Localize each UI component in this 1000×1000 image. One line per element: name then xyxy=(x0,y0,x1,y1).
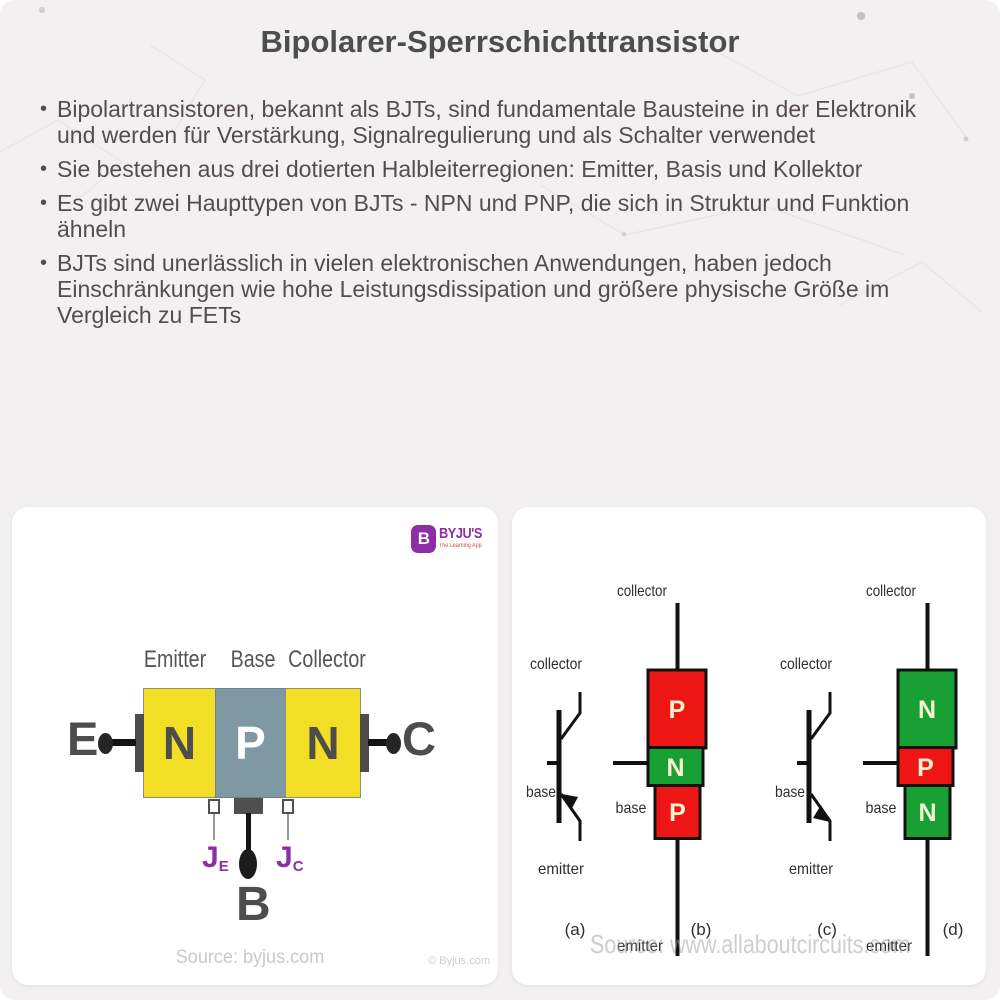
pnp-stack-collector-label: collector xyxy=(617,583,668,600)
n-emitter-block: N xyxy=(143,688,216,798)
allaboutcircuits-watermark: Source: www.allaboutcircuits.com xyxy=(590,929,910,959)
npn-symbol-collector-label: collector xyxy=(780,656,833,673)
p-base-block: P xyxy=(215,688,286,798)
npn-stack-caption: (d) xyxy=(943,920,964,939)
page-title: Bipolarer-Sperrschichttransistor xyxy=(260,24,740,59)
pnp-stack-p-top-letter: P xyxy=(669,696,686,724)
pnp-symbol-arrow-in xyxy=(562,794,578,810)
byjus-logo: B BYJU'S The Learning App xyxy=(411,525,490,553)
emitter-region-label: Emitter xyxy=(143,646,207,673)
npn-symbol-base-label: base xyxy=(775,784,805,801)
pnp-symbol-diagram: collector base emitter (a) xyxy=(526,656,585,939)
base-terminal-letter: B xyxy=(236,878,271,931)
pnp-stack-base-label: base xyxy=(616,800,647,817)
collector-region-label: Collector xyxy=(288,646,366,673)
pnp-block-diagram: collector P N P base emitter (b) xyxy=(613,583,711,956)
npn-stack-n-top-letter: N xyxy=(918,696,936,724)
npn-symbol-emitter-lead xyxy=(809,793,832,841)
bullet-item: BJTs sind unerlässlich in vielen elektro… xyxy=(40,250,920,328)
pnp-symbol-base-bar xyxy=(556,710,562,823)
npn-symbol-caption: (c) xyxy=(817,920,837,939)
byjus-copyright-text: © Byjus.com xyxy=(428,955,490,967)
npn-stack-emitter-label: emitter xyxy=(866,938,913,955)
npn-stack-base-label: base xyxy=(866,800,897,817)
npn-stack-p-middle-letter: P xyxy=(917,754,934,782)
npn-stack-collector-label: collector xyxy=(866,583,917,600)
pnp-symbol-collector-lead xyxy=(559,692,582,740)
npn-symbol-emitter-label: emitter xyxy=(789,861,834,878)
emitter-junction-marker xyxy=(208,799,220,814)
pnp-symbol-base-label: base xyxy=(526,784,556,801)
collector-junction-marker xyxy=(282,799,294,814)
npn-stack-p-middle-region xyxy=(896,746,955,787)
byjus-logo-icon: B xyxy=(411,525,437,553)
emitter-junction-line xyxy=(213,814,215,840)
byjus-brand-text: BYJU'S xyxy=(439,525,483,542)
npn-symbol-collector-lead xyxy=(809,692,832,740)
base-region-label: Base xyxy=(230,646,276,673)
pnp-symbol-emitter-label: emitter xyxy=(538,861,585,878)
pnp-symbol-caption: (a) xyxy=(565,920,586,939)
collector-wire xyxy=(368,739,391,746)
npn-symbol-arrow-out xyxy=(813,805,830,822)
base-contact-stub xyxy=(234,798,263,814)
npn-block-diagram: collector N P N base emitter (d) xyxy=(863,583,963,956)
bullet-list: Bipolartransistoren, bekannt als BJTs, s… xyxy=(40,96,920,336)
byjus-source-text: Source: byjus.com xyxy=(175,947,325,968)
emitter-contact-bar xyxy=(135,714,144,772)
emitter-wire xyxy=(104,739,136,746)
byjus-npn-card: B BYJU'S The Learning App Emitter Base C… xyxy=(12,507,498,985)
junction-emitter-label: JE xyxy=(202,841,229,876)
bullet-item: Bipolartransistoren, bekannt als BJTs, s… xyxy=(40,96,920,148)
pnp-stack-p-bottom-letter: P xyxy=(669,799,686,827)
pnp-symbol-collector-label: collector xyxy=(530,656,583,673)
emitter-terminal-dot xyxy=(98,733,113,754)
pnp-stack-emitter-label: emitter xyxy=(617,938,664,955)
pnp-stack-n-middle-letter: N xyxy=(666,754,684,782)
bullet-item: Sie bestehen aus drei dotierten Halbleit… xyxy=(40,156,920,182)
collector-terminal-dot xyxy=(386,733,401,754)
npn-symbol-base-bar xyxy=(806,710,812,823)
byjus-tagline-text: The Learning App xyxy=(439,543,483,549)
junction-collector-label: JC xyxy=(276,841,304,876)
collector-contact-bar xyxy=(360,714,369,772)
base-terminal-dot xyxy=(239,849,257,879)
collector-junction-line xyxy=(287,814,289,840)
collector-terminal-letter: C xyxy=(402,712,436,765)
bullet-item: Es gibt zwei Haupttypen von BJTs - NPN u… xyxy=(40,190,920,242)
npn-symbol-diagram: collector base emitter (c) xyxy=(775,656,837,939)
npn-stack-n-bottom-letter: N xyxy=(918,799,936,827)
emitter-terminal-letter: E xyxy=(67,712,99,765)
transistor-diagrams-svg: collector base emitter (a) collector P N xyxy=(526,583,963,959)
n-collector-block: N xyxy=(285,688,361,798)
base-wire xyxy=(246,813,251,855)
allaboutcircuits-card: collector base emitter (a) collector P N xyxy=(512,507,986,985)
pnp-stack-caption: (b) xyxy=(691,920,712,939)
